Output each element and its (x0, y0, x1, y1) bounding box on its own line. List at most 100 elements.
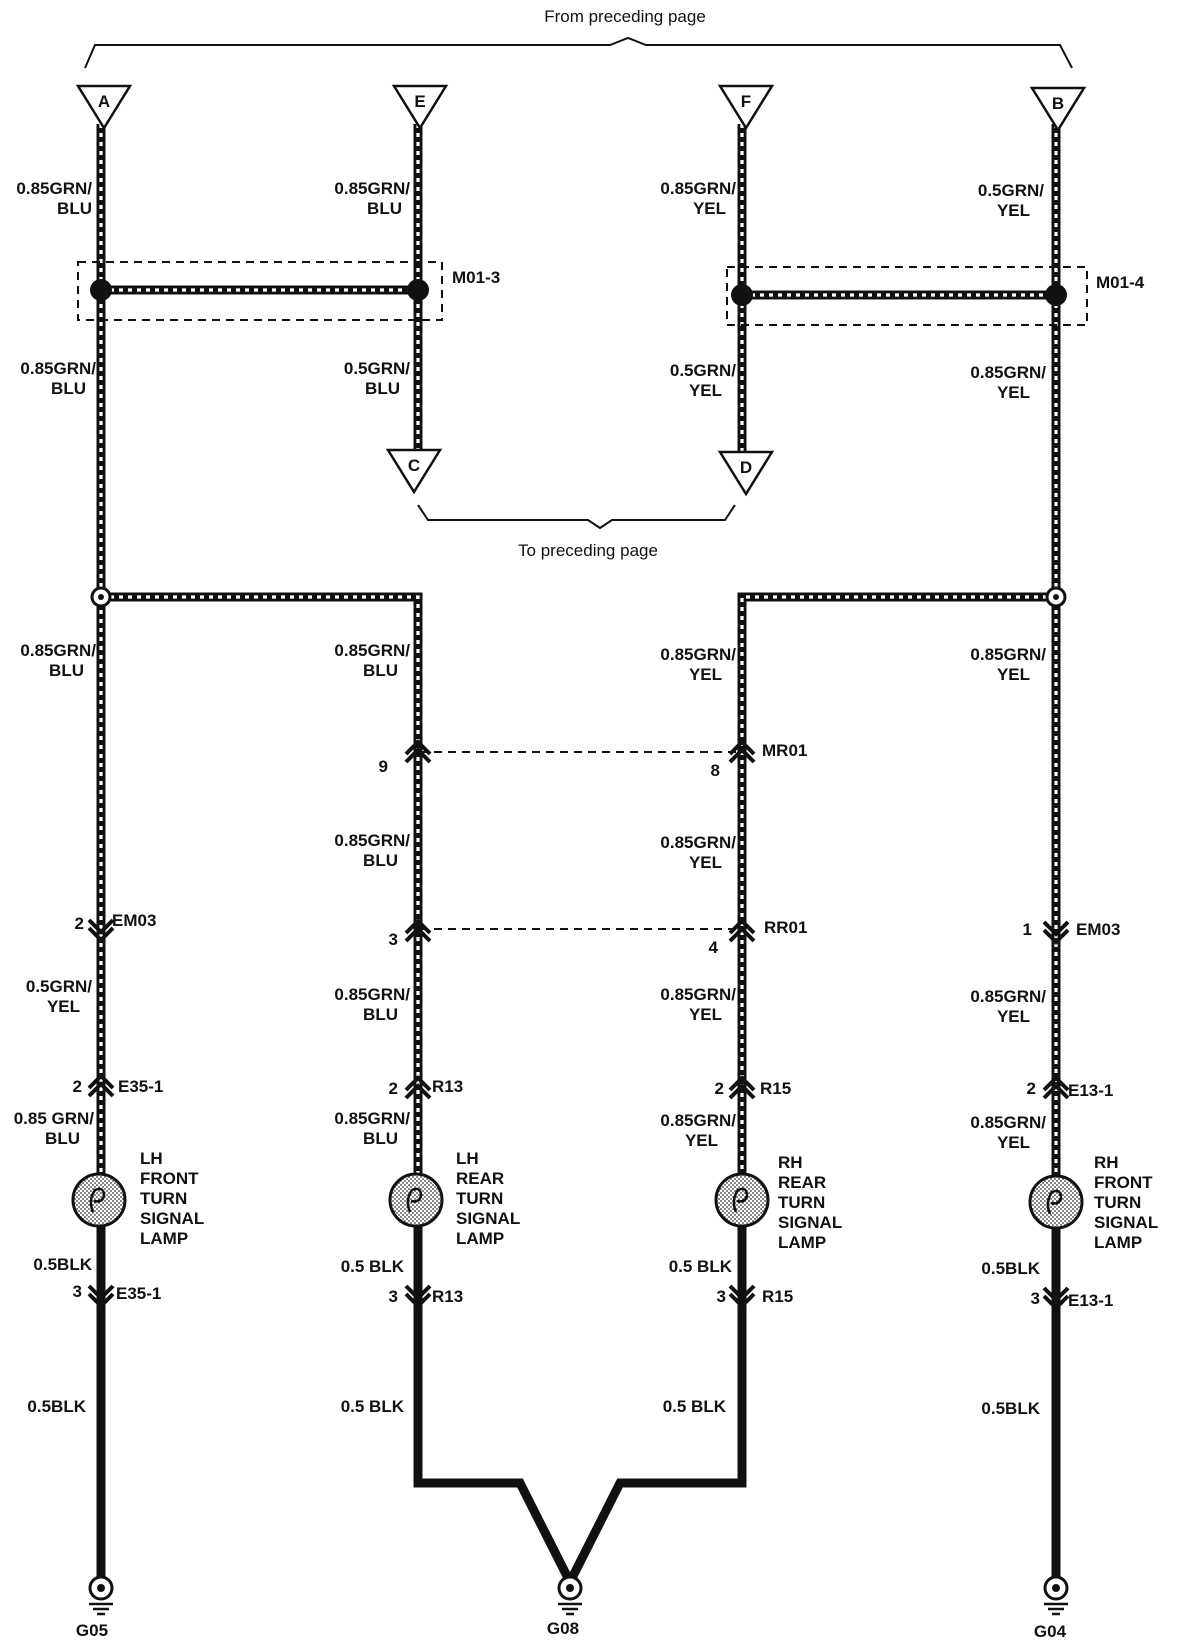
wire-label: BLU (367, 199, 402, 218)
e13-1-bot-name: E13-1 (1068, 1291, 1113, 1310)
wire-label: 0.5GRN/ (344, 359, 410, 378)
terminal-a: A (75, 84, 133, 131)
bottom-bracket (417, 504, 736, 530)
wire-label: YEL (689, 1005, 722, 1024)
em03-right-pin: 1 (1023, 920, 1032, 939)
lamp-icon-rh-rear (714, 1172, 770, 1228)
wire-label: YEL (685, 1131, 718, 1150)
terminal-e: E (391, 84, 449, 131)
wire-label: BLU (363, 661, 398, 680)
wire-label: YEL (689, 665, 722, 684)
wire-label: YEL (689, 381, 722, 400)
wire-label: YEL (997, 383, 1030, 402)
connector-chevrons (87, 739, 1070, 1311)
svg-text:A: A (98, 92, 110, 111)
svg-text:TURN: TURN (456, 1189, 503, 1208)
e35-1-top-pin: 2 (73, 1077, 82, 1096)
svg-text:RH: RH (1094, 1153, 1119, 1172)
splice-dot-f (731, 284, 753, 306)
e13-1-top-name: E13-1 (1068, 1081, 1113, 1100)
wire-label: 0.85GRN/ (970, 987, 1046, 1006)
wire-label: 0.5 BLK (669, 1257, 733, 1276)
r15-bot-pin: 3 (717, 1287, 726, 1306)
wire-label: 0.85 GRN/ (14, 1109, 95, 1128)
wire-label: 0.85GRN/ (660, 985, 736, 1004)
wire-label: 0.85GRN/ (20, 359, 96, 378)
wire-label: 0.85GRN/ (334, 1109, 410, 1128)
wire-label: 0.5BLK (27, 1397, 86, 1416)
ground-icon-g08 (557, 1575, 583, 1616)
svg-text:LAMP: LAMP (1094, 1233, 1142, 1252)
e13-1-bot-pin: 3 (1031, 1289, 1040, 1308)
junction-left-dot (98, 594, 104, 600)
svg-text:TURN: TURN (140, 1189, 187, 1208)
svg-text:D: D (740, 458, 752, 477)
terminal-b: B (1029, 86, 1087, 133)
svg-text:LH: LH (140, 1149, 163, 1168)
wire-label: 0.5BLK (981, 1259, 1040, 1278)
lamp-label-rh-rear: RH REAR TURN SIGNAL LAMP (778, 1153, 842, 1252)
wire-label: 0.85GRN/ (660, 645, 736, 664)
rr01-name: RR01 (764, 918, 807, 937)
wire-label: YEL (47, 997, 80, 1016)
r15-bot-name: R15 (762, 1287, 793, 1306)
wire-label: YEL (997, 1133, 1030, 1152)
wire-label: 0.85GRN/ (660, 1111, 736, 1130)
terminal-c: C (385, 448, 443, 495)
svg-text:SIGNAL: SIGNAL (456, 1209, 520, 1228)
wire-label: 0.5 BLK (341, 1397, 405, 1416)
hatched-wires (96, 124, 1061, 1180)
splice-label-m01-3: M01-3 (452, 268, 500, 287)
svg-text:LAMP: LAMP (140, 1229, 188, 1248)
wire-label: 0.85GRN/ (334, 831, 410, 850)
lamp-icon-rh-front (1028, 1174, 1084, 1230)
wire-label: 0.85GRN/ (334, 179, 410, 198)
ground-icon-g05 (88, 1575, 114, 1616)
junction-right-dot (1053, 594, 1059, 600)
wire-label: 0.5GRN/ (978, 181, 1044, 200)
r15-top-name: R15 (760, 1079, 791, 1098)
terminal-f: F (717, 84, 775, 131)
mr01-pin-left: 9 (379, 757, 388, 776)
splice-box-m01-3 (77, 261, 443, 321)
wire-label: 0.85GRN/ (970, 363, 1046, 382)
wire-label: 0.85GRN/ (660, 179, 736, 198)
wire-label: 0.85GRN/ (660, 833, 736, 852)
wire-label: 0.85GRN/ (334, 985, 410, 1004)
wire-label: BLU (363, 851, 398, 870)
wire-label: 0.85GRN/ (970, 645, 1046, 664)
lamp-label-rh-front: RH FRONT TURN SIGNAL LAMP (1094, 1153, 1158, 1252)
wire-label: BLU (363, 1129, 398, 1148)
lamp-icon-lh-rear (388, 1172, 444, 1228)
svg-text:E: E (414, 92, 425, 111)
lamp-icon-lh-front (71, 1172, 127, 1228)
svg-text:LAMP: LAMP (778, 1233, 826, 1252)
splice-dot-e (407, 279, 429, 301)
lamp-label-lh-front: LH FRONT TURN SIGNAL LAMP (140, 1149, 204, 1248)
wire-label: BLU (49, 661, 84, 680)
r13-top-pin: 2 (389, 1079, 398, 1098)
wire-label: BLU (365, 379, 400, 398)
lamp-label-lh-rear: LH REAR TURN SIGNAL LAMP (456, 1149, 520, 1248)
svg-text:B: B (1052, 94, 1064, 113)
svg-text:REAR: REAR (456, 1169, 504, 1188)
svg-text:RH: RH (778, 1153, 803, 1172)
r13-top-name: R13 (432, 1077, 463, 1096)
svg-text:TURN: TURN (778, 1193, 825, 1212)
ground-icon-g04 (1043, 1575, 1069, 1616)
wire-label: 0.85GRN/ (334, 641, 410, 660)
ground-label-g04: G04 (1034, 1622, 1067, 1640)
em03-left-pin: 2 (75, 914, 84, 933)
from-preceding-page-label: From preceding page (544, 7, 706, 26)
svg-text:LAMP: LAMP (456, 1229, 504, 1248)
wire-label: BLU (363, 1005, 398, 1024)
wire-label: BLU (45, 1129, 80, 1148)
wire-label: YEL (693, 199, 726, 218)
ground-label-g08: G08 (547, 1619, 579, 1638)
svg-text:F: F (741, 92, 751, 111)
svg-text:FRONT: FRONT (1094, 1173, 1153, 1192)
ground-label-g05: G05 (76, 1621, 108, 1640)
r13-bot-name: R13 (432, 1287, 463, 1306)
wire-label: 0.85GRN/ (16, 179, 92, 198)
